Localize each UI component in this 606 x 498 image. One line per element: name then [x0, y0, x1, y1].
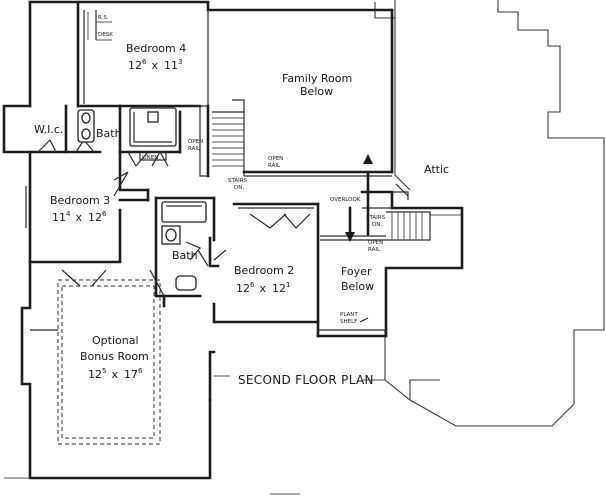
foyer-line1: Foyer: [341, 265, 372, 278]
bonus-room-dim-w: 12: [88, 368, 102, 381]
bedroom-2: [208, 202, 320, 338]
bedroom-2-dim-h: 12: [272, 282, 286, 295]
wic-name: W.I.c.: [34, 123, 63, 136]
note-open-rail-2a: OPEN: [268, 156, 283, 162]
bonus-room-line2: Bonus Room: [80, 350, 149, 363]
bonus-room-dim-x: x: [111, 368, 118, 381]
note-stairs-dn-2a: STAIRS: [366, 215, 386, 221]
bedroom-3-dim-w: 11: [52, 211, 66, 224]
note-open-rail-1b: RAIL: [188, 146, 201, 152]
roof-outline: [374, 0, 605, 427]
note-open-rail-3a: OPEN: [368, 240, 383, 246]
bonus-room-dim-w-sup: 5: [102, 367, 106, 375]
family-room-rail: [242, 170, 394, 177]
plan-title: SECOND FLOOR PLAN: [238, 373, 374, 387]
family-room-line2: Below: [300, 85, 333, 98]
bedroom-3-dim-h: 12: [88, 211, 102, 224]
note-stairs-dn-1a: STAIRS: [228, 178, 248, 184]
bonus-room: [30, 269, 166, 445]
note-linen: LINEN: [142, 155, 158, 161]
note-stairs-dn-2b: DN.: [372, 222, 382, 228]
bedroom-4-dim-w-sup: 6: [142, 58, 147, 66]
bedroom-2-name: Bedroom 2: [234, 264, 294, 277]
bedroom-2-dim-w-sup: 6: [250, 281, 255, 289]
bath-lower: [154, 196, 216, 298]
note-open-rail-1a: OPEN: [188, 139, 203, 145]
bedroom-3-dim-w-sup: 4: [66, 210, 71, 218]
bedroom-3-name: Bedroom 3: [50, 194, 110, 207]
note-plant-shelf-a: PLANT: [340, 312, 358, 318]
bedroom-4-dim-x: x: [151, 59, 158, 72]
bonus-room-dim-h-sup: 6: [138, 367, 143, 375]
attic-name: Attic: [424, 163, 449, 176]
bedroom-2-dim-h-sup: 1: [286, 281, 290, 289]
bedroom-2-dim-w: 12: [236, 282, 250, 295]
bedroom-3-dim-x: x: [75, 211, 82, 224]
note-overlook: OVERLOOK: [330, 197, 361, 203]
note-stairs-dn-1b: DN.: [234, 185, 244, 191]
bedroom-2-dim-x: x: [259, 282, 266, 295]
bedroom-4-dim-h-sup: 3: [178, 58, 182, 66]
misc-lines: [4, 375, 386, 495]
family-room-line1: Family Room: [282, 72, 352, 85]
hallway: [28, 150, 150, 264]
bedroom-4-dim-h: 11: [164, 59, 178, 72]
wic-bath-upper: [28, 104, 182, 167]
foyer-line2: Below: [341, 280, 374, 293]
bonus-room-dim-h: 17: [124, 368, 138, 381]
foyer: [316, 154, 464, 338]
bath-upper-name: Bath: [96, 127, 122, 140]
exterior-walls: [2, 0, 394, 480]
bedroom-4: [76, 0, 209, 108]
bedroom-4-dim-w: 12: [128, 59, 142, 72]
note-plant-shelf-b: SHELF: [340, 319, 357, 325]
bedroom-3-dim-h-sup: 6: [102, 210, 107, 218]
note-desk: DESK: [98, 32, 113, 38]
bath-lower-name: Bath: [172, 249, 198, 262]
note-open-rail-2b: RAIL: [268, 163, 281, 169]
bonus-room-line1: Optional: [92, 334, 139, 347]
bedroom-4-name: Bedroom 4: [126, 42, 186, 55]
stairs-main: [186, 99, 245, 178]
note-rs: R.S.: [98, 15, 109, 21]
note-open-rail-3b: RAIL: [368, 247, 381, 253]
